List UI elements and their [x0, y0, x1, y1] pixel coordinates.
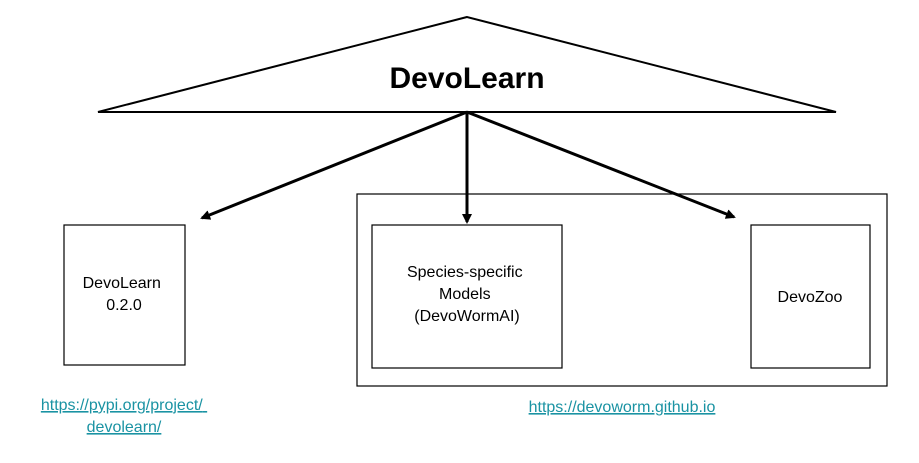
group-container	[356, 193, 888, 387]
node-devolearn-version	[63, 224, 186, 366]
node-devozoo	[750, 224, 871, 369]
diagram-title: DevoLearn	[389, 62, 544, 95]
node-devolearn-version-label: DevoLearn 0.2.0	[83, 275, 166, 314]
pypi-link-line-1[interactable]: https://pypi.org/project/	[41, 397, 203, 414]
node-devozoo-label: DevoZoo	[778, 289, 843, 306]
node-species-models-line-1: Species-specific	[407, 264, 523, 281]
node-species-models	[371, 224, 563, 369]
devoworm-link[interactable]: https://devoworm.github.io	[529, 399, 716, 416]
node-devolearn-version-line-2: 0.2.0	[106, 297, 142, 314]
node-species-models-line-2: Models	[439, 286, 491, 303]
arrow-to-devozoo	[466, 110, 736, 219]
node-species-models-line-3: (DevoWormAI)	[414, 308, 520, 325]
pypi-link[interactable]: https://pypi.org/project/ devolearn/	[41, 397, 207, 436]
node-species-models-label: Species-specific Models (DevoWormAI)	[407, 264, 527, 325]
arrow-to-devolearn-version	[200, 110, 468, 220]
pypi-link-line-2[interactable]: devolearn/	[87, 419, 162, 436]
node-devolearn-version-line-1: DevoLearn	[83, 275, 161, 292]
